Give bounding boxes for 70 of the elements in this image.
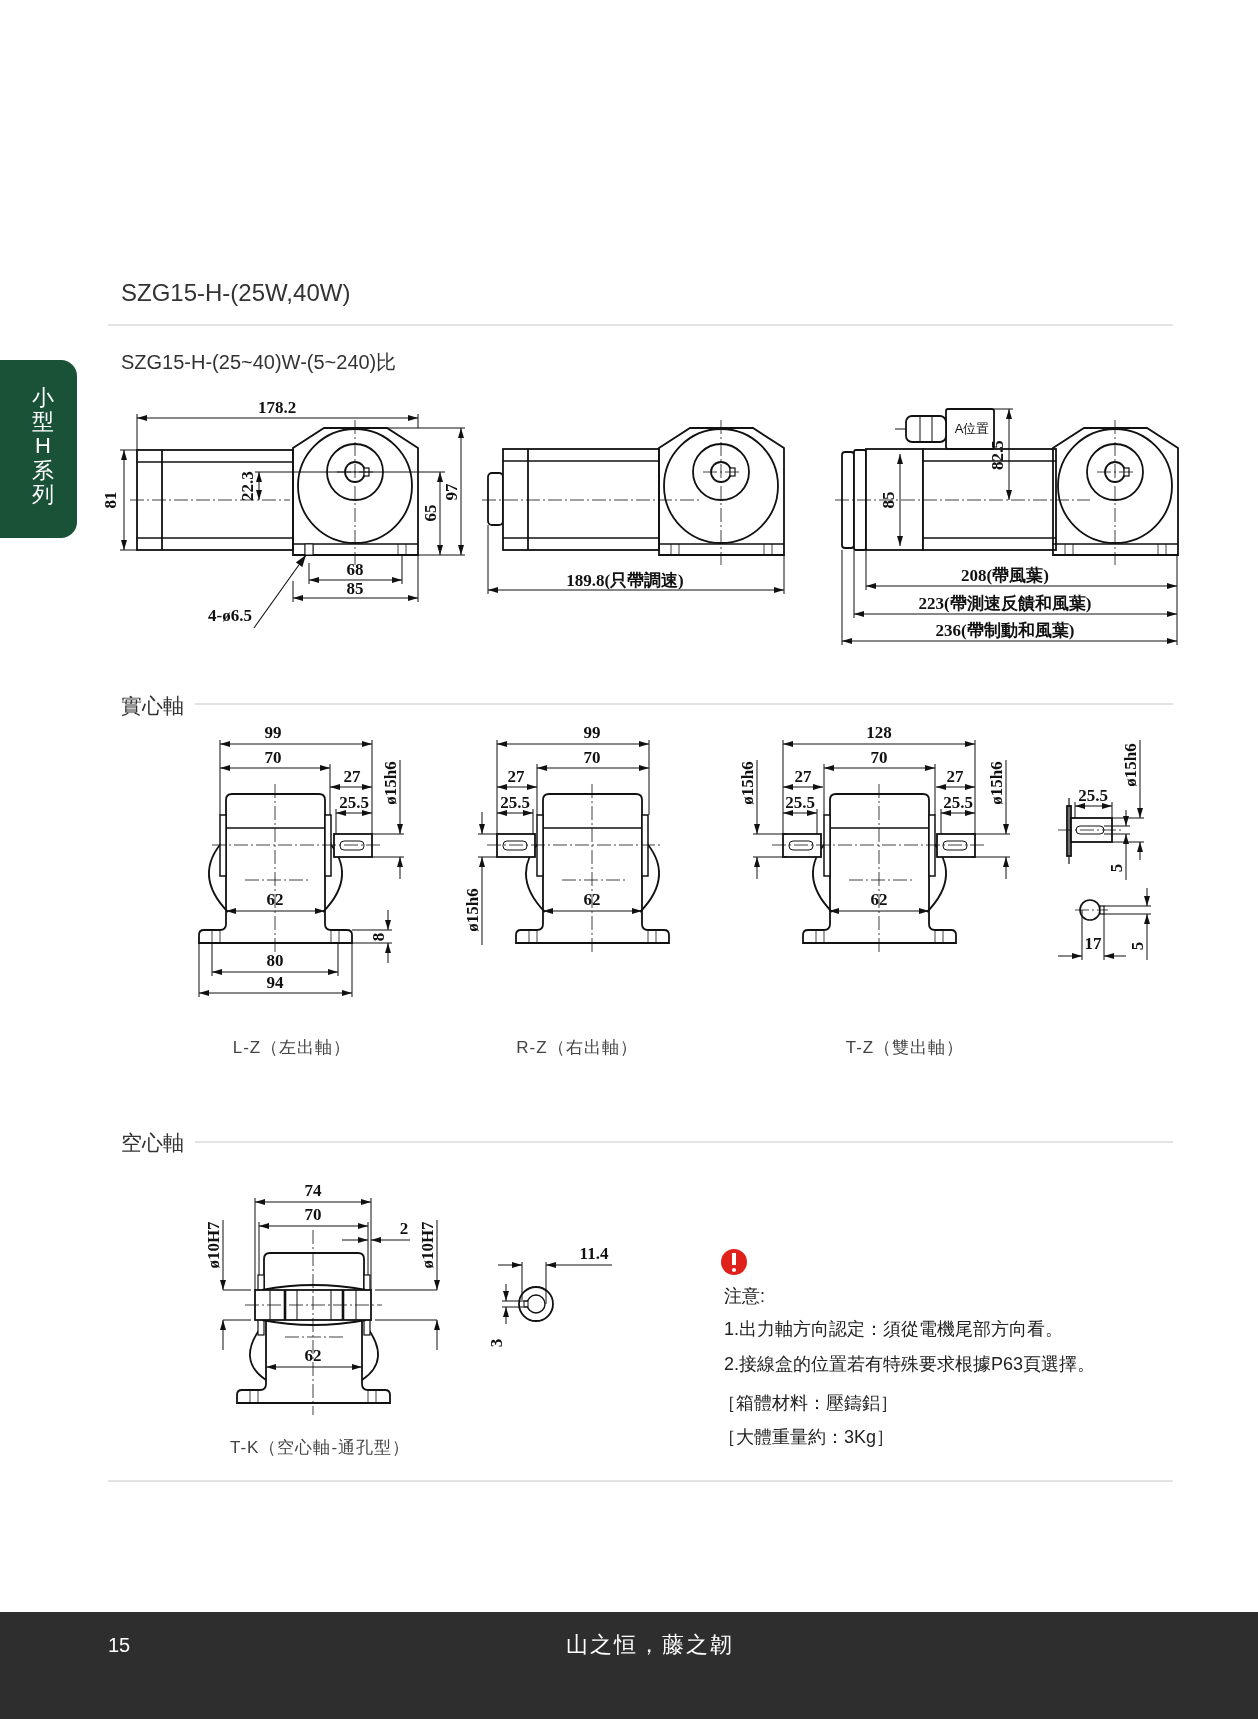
dimension-label: 65 — [421, 504, 441, 522]
dimension-label: 25.5 — [785, 793, 815, 813]
note-text: ［大體重量約：3Kg］ — [718, 1428, 895, 1446]
dimension-label: 62 — [304, 1346, 322, 1366]
view-caption: T-Z（雙出軸） — [845, 1038, 965, 1056]
dimension-label: 27 — [946, 767, 964, 787]
note-text: 1.出力軸方向認定：須從電機尾部方向看。 — [724, 1320, 1063, 1338]
leader-line — [253, 554, 307, 629]
dimension-label: 128 — [866, 723, 892, 743]
dimension-label: 82.5 — [988, 440, 1008, 470]
dimension-label: 236(帶制動和風葉) — [935, 619, 1075, 642]
dimension-label: 223(帶測速反饋和風葉) — [918, 592, 1092, 615]
dimension-label: 81 — [101, 491, 121, 509]
dimension-label: 189.8(只帶調速) — [566, 569, 684, 592]
dimension-label: 70 — [583, 748, 601, 768]
dimension-label: 70 — [870, 748, 888, 768]
dimension-label: 178.2 — [257, 398, 297, 418]
view-caption: T-K（空心軸-通孔型） — [229, 1438, 411, 1456]
note-text: 注意: — [724, 1287, 765, 1305]
dimension-label: 99 — [264, 723, 282, 743]
dimension-label: 25.5 — [500, 793, 530, 813]
dimension-label: 5 — [1107, 863, 1127, 873]
dimension-label: ø10H7 — [418, 1221, 438, 1269]
dimension-label: 94 — [266, 973, 284, 993]
view-caption: R-Z（右出軸） — [516, 1038, 638, 1056]
dimension-label: 8 — [369, 932, 389, 942]
view-caption: L-Z（左出軸） — [232, 1038, 352, 1056]
page-title: SZG15-H-(25W,40W) — [121, 281, 351, 305]
dimension-label: 85 — [346, 579, 364, 599]
dimension-label: 85 — [879, 491, 899, 509]
dimension-label: 17 — [1084, 934, 1102, 954]
dimension-label: 3 — [487, 1338, 507, 1348]
dimension-label: 80 — [266, 951, 284, 971]
dimension-label: 74 — [304, 1181, 322, 1201]
note-text: 2.接線盒的位置若有特殊要求根據P63頁選擇。 — [724, 1355, 1096, 1373]
footer-slogan: 山之恒，藤之韌 — [566, 1634, 734, 1656]
dimension-label: 2 — [399, 1219, 409, 1239]
note-text: ［箱體材料：壓鑄鋁］ — [718, 1394, 898, 1412]
dimension-label: 70 — [264, 748, 282, 768]
dimension-label: 25.5 — [339, 793, 369, 813]
side-tab: 小型H系列 — [0, 360, 77, 538]
dimension-label: ø15h6 — [463, 888, 483, 932]
dimension-label: 99 — [583, 723, 601, 743]
dimension-label: ø15h6 — [381, 761, 401, 805]
dimension-label: 22.3 — [238, 471, 258, 501]
dimension-label: ø15h6 — [1121, 743, 1141, 787]
section-heading: 空心軸 — [121, 1131, 184, 1153]
dimension-label: 11.4 — [579, 1244, 609, 1264]
dimension-label: 27 — [343, 767, 361, 787]
dimension-label: 68 — [346, 560, 364, 580]
dimension-label: 25.5 — [1078, 786, 1108, 806]
mounting-hole — [304, 543, 314, 556]
callout-label: 4-ø6.5 — [208, 606, 252, 626]
dimension-label: ø15h6 — [738, 761, 758, 805]
position-label: A位置 — [954, 421, 990, 435]
dimension-label: 70 — [304, 1205, 322, 1225]
dimension-label: 5 — [1128, 941, 1148, 951]
dimension-label: 25.5 — [943, 793, 973, 813]
dimension-label: ø15h6 — [987, 761, 1007, 805]
model-subtitle: SZG15-H-(25~40)W-(5~240)比 — [121, 352, 397, 372]
dimension-label: 62 — [870, 890, 888, 910]
dimension-label: 62 — [266, 890, 284, 910]
dimension-label: 97 — [442, 483, 462, 501]
dimension-label: 62 — [583, 890, 601, 910]
dimension-label: 27 — [507, 767, 525, 787]
dimension-label: 27 — [794, 767, 812, 787]
section-heading: 實心軸 — [121, 694, 184, 716]
dimension-label: ø10H7 — [204, 1221, 224, 1269]
dimension-label: 208(帶風葉) — [961, 564, 1049, 587]
page-number: 15 — [108, 1635, 131, 1655]
